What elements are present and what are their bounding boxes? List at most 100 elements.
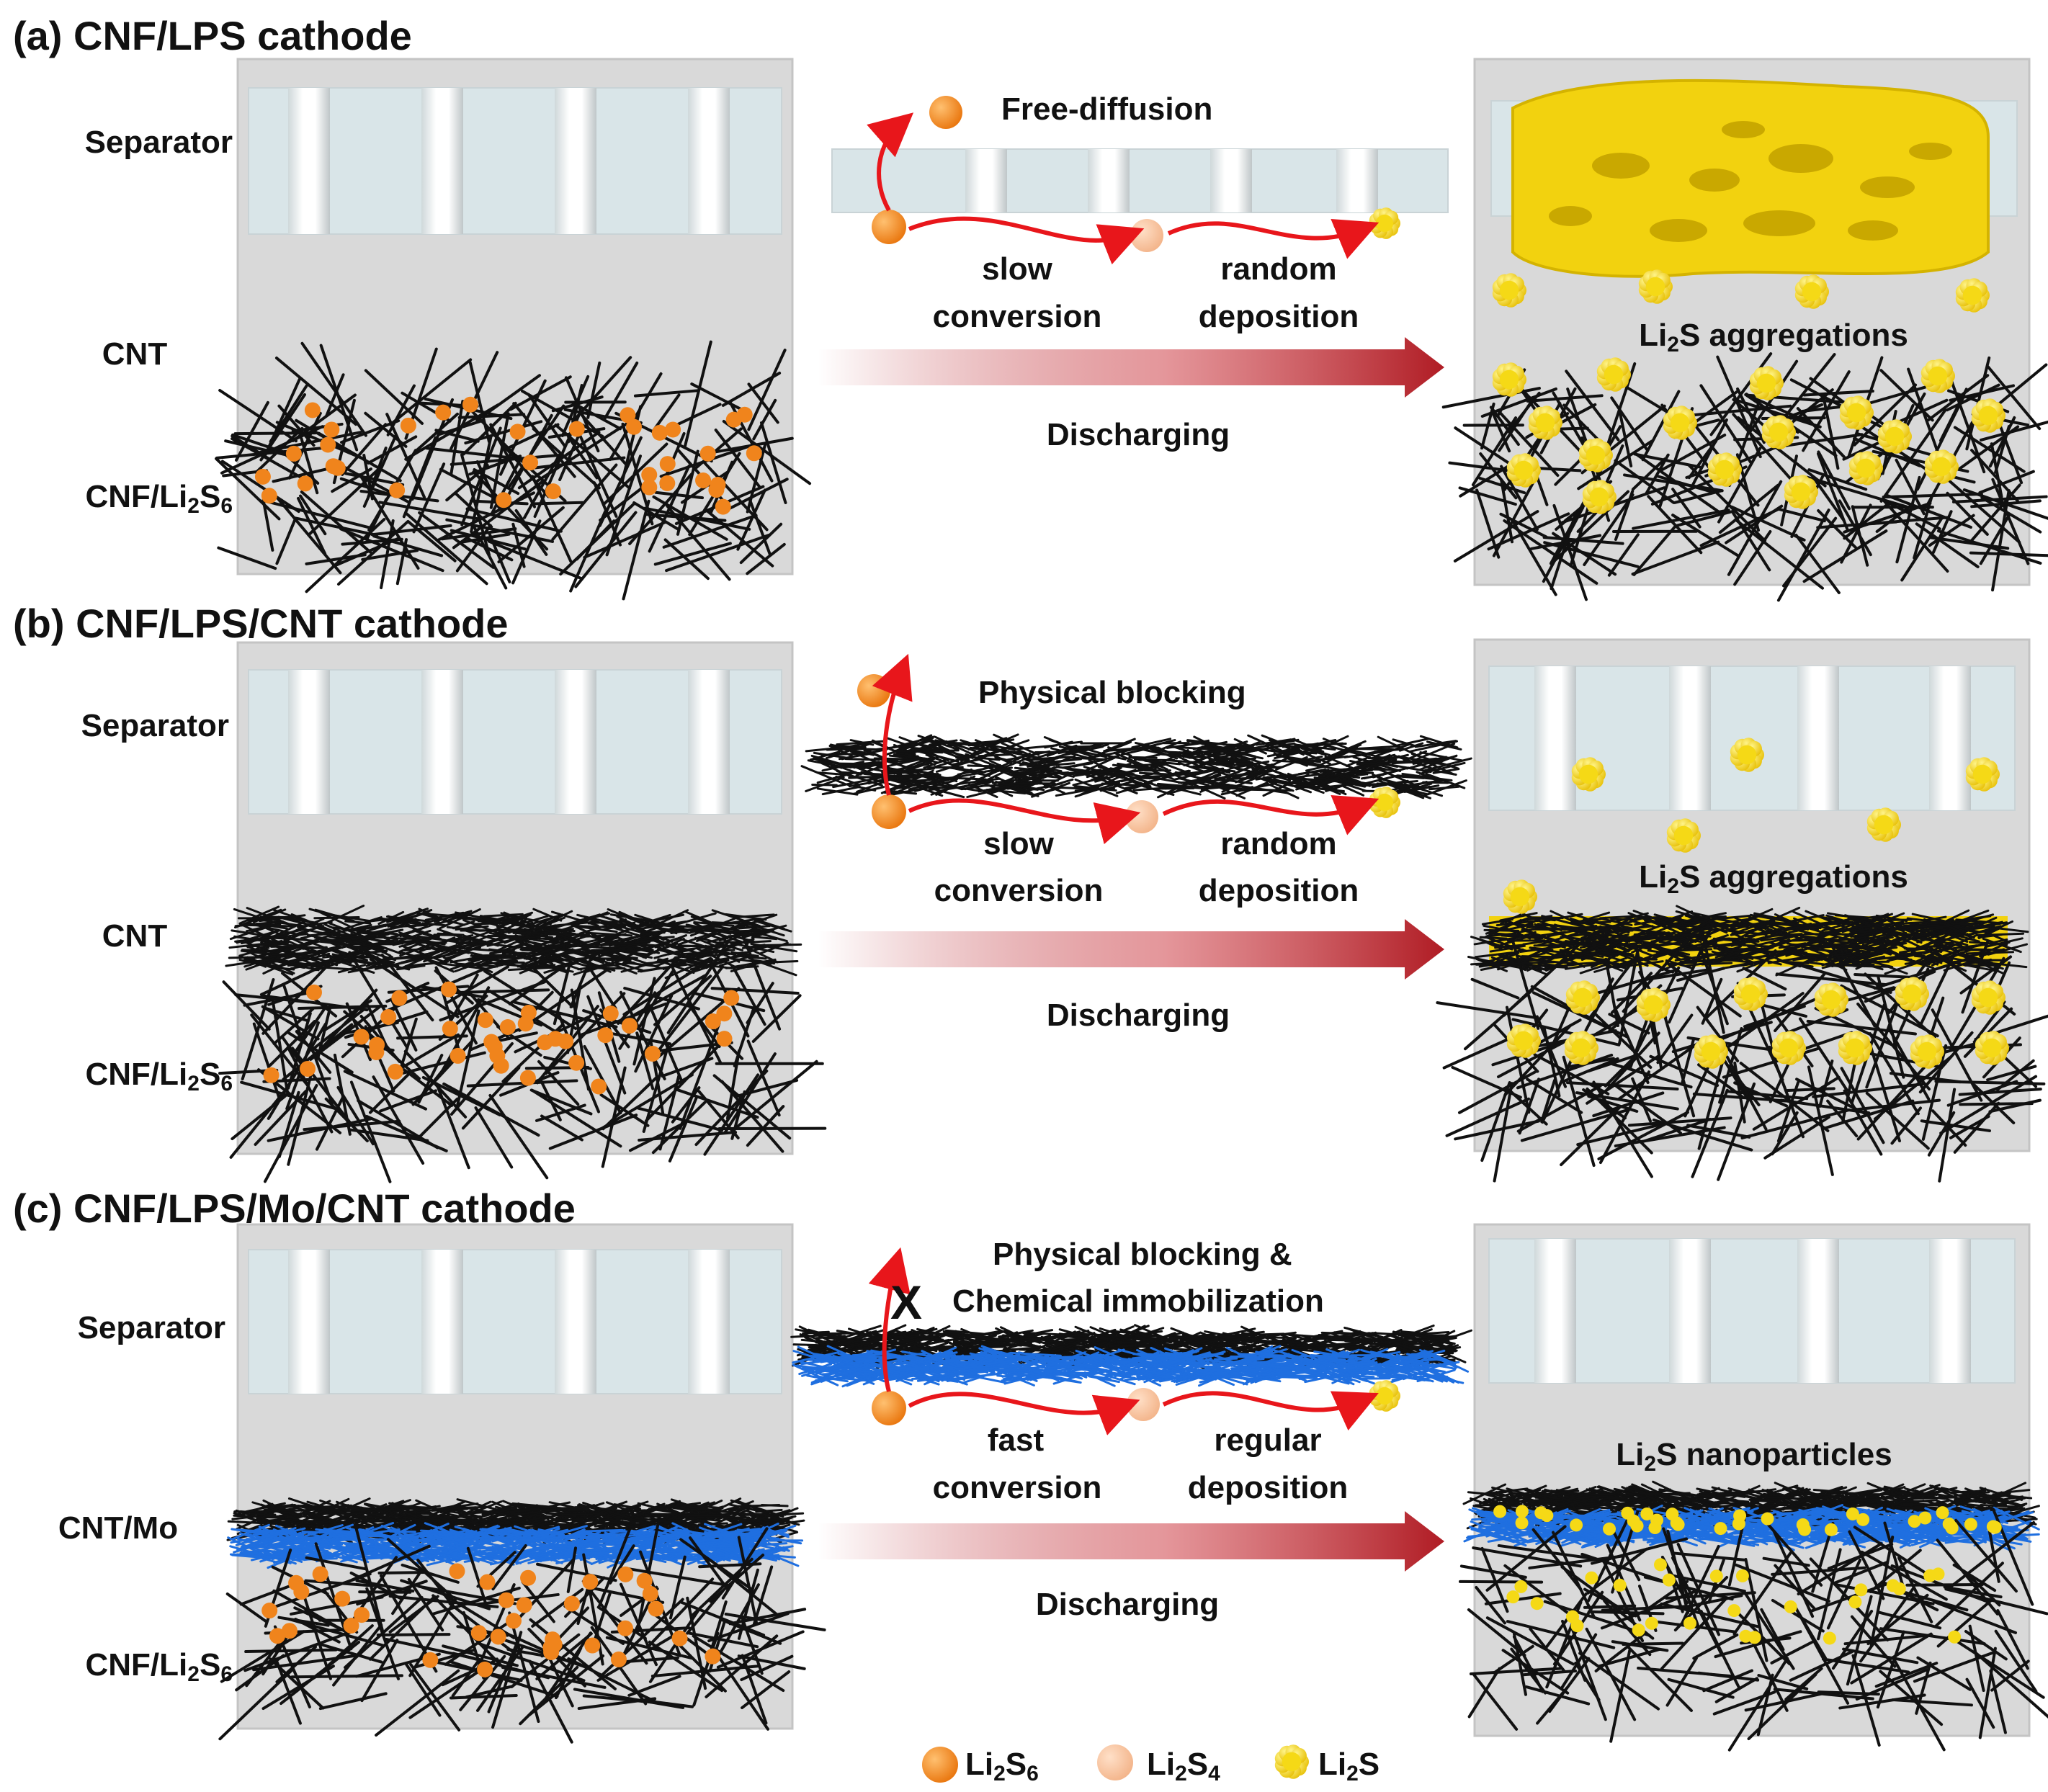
panel-b-li2s-particle [1733,977,1768,1011]
panel-a-li2s-particle [1582,480,1617,514]
panel-b-li2s-particle [1895,977,1929,1011]
panel-b-deposition: deposition [1198,873,1359,908]
separator-pore [965,149,1007,212]
panel-b-cnt-layer [225,905,802,980]
legend-li2s6-swatch [922,1747,958,1783]
panel-b-li2s-particle [1771,1031,1806,1065]
panel-a-cnt-label: CNT [102,336,168,372]
panel-a-li2s-particle [1492,362,1526,397]
legend-li2s-swatch [1274,1744,1309,1779]
panel-c-li2s-nano-fibers [1506,1558,1962,1645]
panel-a-random: random [1220,251,1337,287]
panel-b-discharging-arrow [818,919,1444,980]
panel-c-separator-label: Separator [77,1310,225,1345]
panel-a-li2s-particle [1784,475,1818,509]
panel-c-right-separator [1488,1238,2016,1384]
panel-a-li2s-particle [1971,398,2005,433]
panel-a-deposition: deposition [1198,299,1359,334]
panel-c-escape-arrow [868,1247,911,1392]
panel-a-start-li2s6 [872,210,906,244]
panel-c-physical-blocking: Physical blocking & [993,1237,1292,1272]
panel-c-cnf-label: CNF/Li2S6 [85,1647,233,1686]
panel-b-start-li2s6 [872,794,906,829]
panel-a-li2s-particle [1877,419,1912,454]
panel-c-li2s-cluster [1369,1380,1400,1412]
separator-pore [288,88,330,234]
panel-c-right-fibers [1458,1507,2048,1752]
separator-pore [1797,1239,1839,1383]
panel-b-li2s-particle [1506,1023,1541,1058]
panel-c-mo-layer [227,1522,804,1569]
panel-b-title: (b) CNF/LPS/CNT cathode [13,601,509,646]
panel-b-result-label: Li2S aggregations [1639,859,1908,898]
panel-b-li2s-particle [1694,1034,1728,1069]
panel-b-li2s-particle [1814,982,1848,1017]
panel-b-separator-label: Separator [81,708,229,743]
panel-c-regular: regular [1214,1423,1322,1458]
panel-c-chemical-immobilization: Chemical immobilization [952,1283,1324,1319]
panel-b-li2s-particle [1975,1031,2009,1065]
panel-b-right-cnt-layer [1467,905,2029,977]
separator-pore [1929,1239,1971,1383]
panel-a-li2s-particle [1794,274,1829,309]
panel-c-conversion: conversion [932,1470,1102,1505]
panel-b-slow: slow [983,826,1054,861]
panel-b-li2s-particle [1565,980,1600,1015]
separator-pore [555,88,596,234]
panel-a-li2s-particle [1638,269,1673,304]
panel-a-discharging-arrow [818,337,1444,398]
panel-b-mini-cnt [800,733,1472,800]
panel-a-mini-separator [831,148,1449,213]
panel-a-li2s-particle [1839,395,1874,430]
separator-pore [555,670,596,814]
panel-b-li2s-particle [1866,807,1901,842]
panel-a-li2s4-ball [1130,219,1163,252]
panel-a-separator-label: Separator [84,125,233,160]
panel-a-li2s-particle [1761,415,1796,449]
panel-b-conversion: conversion [934,873,1104,908]
panel-a-li2s-particle [1663,406,1697,440]
panel-b-deposition-arrow [1162,794,1380,835]
panel-c-start-li2s6 [872,1391,906,1425]
separator-pore [1669,1239,1711,1383]
panel-a-escape-arrow [867,112,914,212]
panel-a-li2s-particle [1920,359,1955,393]
panel-b-li2s-particle [1636,987,1671,1022]
panel-a-li2s-particle [1749,366,1784,400]
panel-b-conversion-arrow [908,798,1141,845]
panel-c-deposition: deposition [1187,1470,1349,1505]
panel-a-cnf-label: CNF/Li2S6 [85,479,233,518]
panel-a-discharging: Discharging [1046,417,1230,452]
panel-a-li2s-particle [1528,406,1562,440]
panel-b-li2s-particle [1666,818,1701,853]
panel-b-li2s6-dots [263,981,740,1095]
panel-a-escaping-li2s6 [929,96,962,129]
panel-c-conversion-arrow [908,1392,1140,1435]
separator-pore [421,88,463,234]
panel-b-discharging: Discharging [1046,998,1230,1033]
separator-pore [421,1250,463,1394]
panel-b-separator [248,669,782,815]
panel-b-physical-blocking: Physical blocking [978,675,1246,710]
panel-b-escaping-li2s6 [857,674,890,707]
legend-li2s: Li2S [1318,1747,1380,1786]
panel-c-deposition-arrow [1162,1391,1379,1431]
legend-li2s4-swatch [1097,1744,1133,1780]
panel-a-li2s-particle [1596,357,1631,392]
panel-b-right-separator [1488,666,2016,811]
panel-b-cnt-label: CNT [102,918,168,954]
panel-a-deposition-arrow [1167,218,1380,259]
panel-a-li2s-film [1511,79,1990,278]
panel-c-li2s-nano-layer [1493,1505,2002,1536]
separator-pore [288,1250,330,1394]
separator-pore [1534,666,1576,810]
separator-pore [555,1250,596,1394]
panel-b-li2s4-ball [1125,800,1158,833]
panel-c-mini-mo [792,1345,1470,1388]
panel-c-fast: fast [987,1423,1045,1458]
separator-pore [1797,666,1839,810]
panel-a-separator [248,87,782,235]
panel-c-discharging-arrow [818,1511,1444,1572]
separator-pore [1669,666,1711,810]
